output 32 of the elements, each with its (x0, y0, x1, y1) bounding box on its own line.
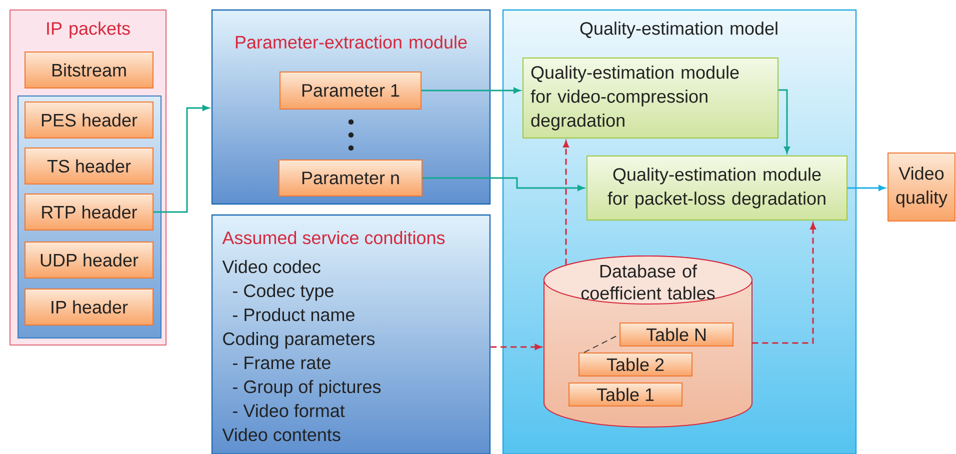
list-item: - Frame rate (233, 356, 330, 370)
field-box: TS header (24, 148, 154, 184)
field-box: Bitstream (24, 52, 154, 88)
list-item: Video codec (222, 260, 320, 274)
table-box: Table 1 (568, 382, 682, 406)
arrow (848, 185, 886, 191)
arrow (422, 88, 520, 94)
field-box: RTP header (24, 194, 154, 230)
dashed-arrow (563, 140, 569, 265)
module-box: Quality-estimation module for packet-loss degradation (586, 156, 848, 220)
list-item: - Codec type (233, 284, 334, 301)
dashed-arrow (490, 344, 542, 350)
dashed-arrow (752, 222, 816, 344)
list-item: - Product name (233, 308, 354, 322)
table-box: Table 2 (578, 352, 692, 376)
arrow (422, 177, 584, 191)
arrow (778, 89, 790, 154)
field-box: IP header (24, 288, 154, 326)
panel-title: Assumed service conditions (222, 230, 445, 244)
parameter-box: Parameter n (278, 160, 422, 196)
module-box: Quality-estimation module for video-compression degradation (522, 58, 778, 138)
list-item: Coding parameters (223, 332, 375, 349)
list-item: Video contents (222, 428, 340, 442)
field-box: PES header (24, 102, 154, 138)
arrow (154, 105, 210, 213)
output-box: Video quality (888, 152, 956, 222)
list-item: - Video format (233, 404, 345, 418)
conditions-panel (211, 214, 491, 454)
parameter-box: Parameter 1 (280, 72, 422, 110)
field-box: UDP header (24, 242, 154, 278)
table-box: Table N (620, 322, 734, 346)
list-item: - Group of pictures (233, 380, 381, 397)
